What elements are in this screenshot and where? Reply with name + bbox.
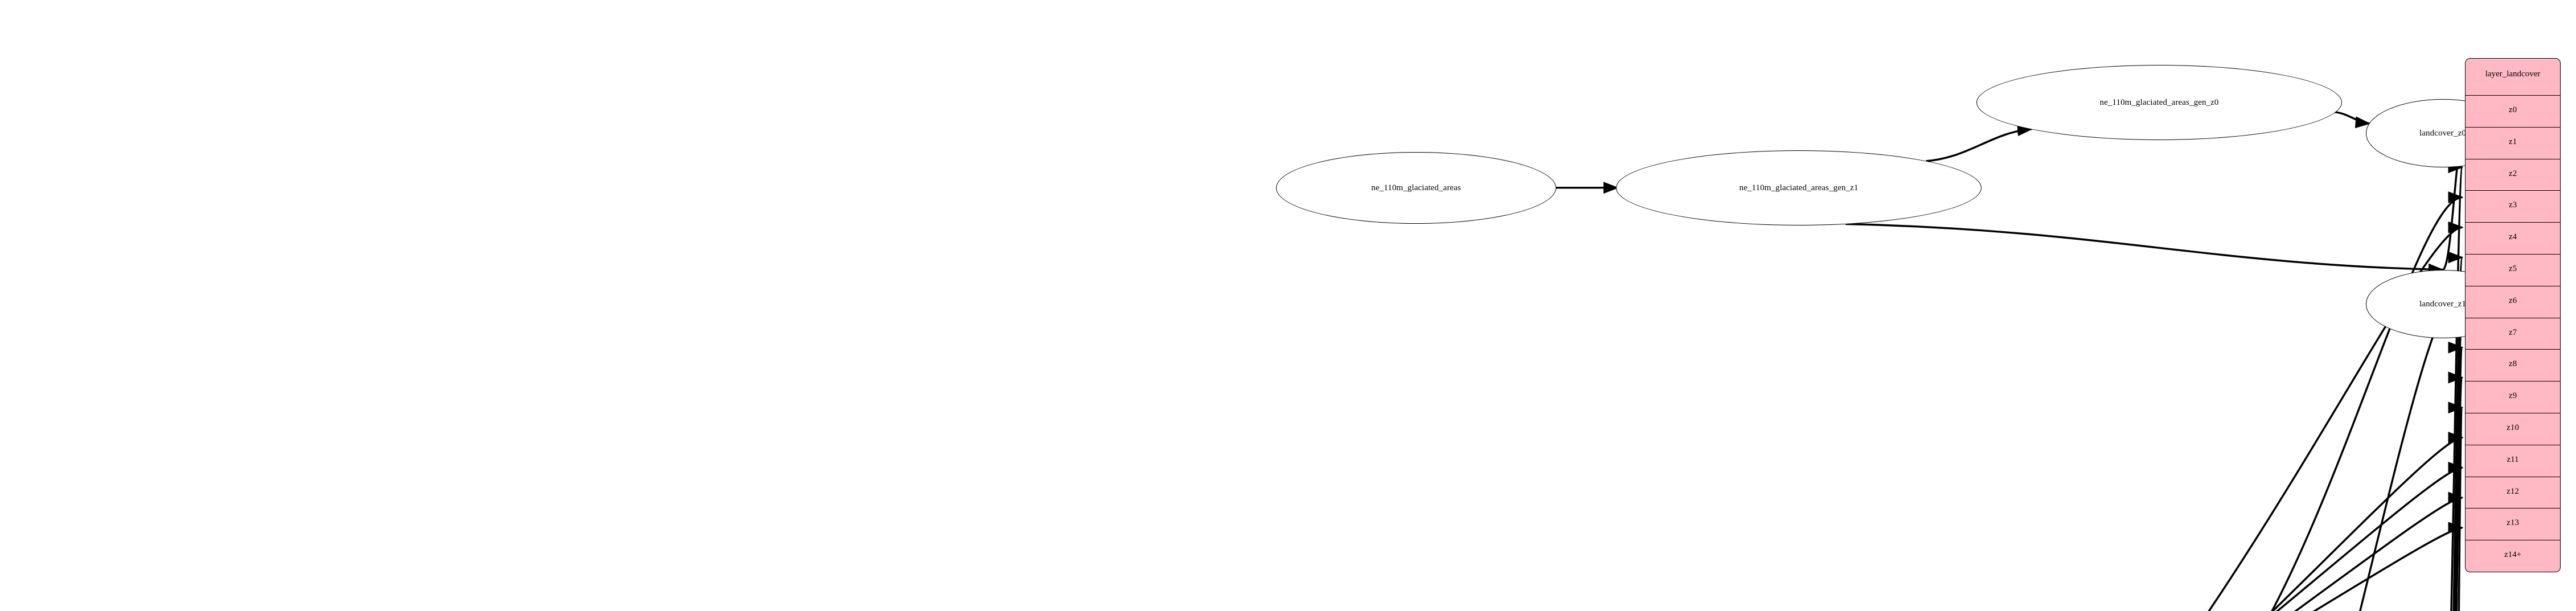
table-row[interactable]: z14+ <box>2504 550 2522 560</box>
node-label: ne_110m_glaciated_areas_gen_z0 <box>2099 97 2219 107</box>
graph-edge <box>2447 163 2464 611</box>
node-label: landcover_z0 <box>2419 128 2466 138</box>
graph-edge <box>2334 110 2371 129</box>
graph-edge <box>2447 405 2464 611</box>
table-row[interactable]: z4 <box>2466 223 2560 255</box>
node-label: ne_110m_glaciated_areas <box>1371 183 1461 192</box>
graph-edge <box>1926 124 2033 162</box>
graph-edge <box>2271 191 2464 611</box>
graph-edge <box>2271 432 2464 611</box>
graph-edge <box>2208 222 2464 611</box>
node-label: landcover_z1 <box>2419 299 2466 309</box>
table-row[interactable]: z5 <box>2466 255 2560 286</box>
graph-node-ne_110m_glaciated_areas_gen_z0[interactable]: ne_110m_glaciated_areas_gen_z0 <box>1976 65 2342 140</box>
table-row[interactable]: z11 <box>2466 445 2560 477</box>
table-row[interactable]: z8 <box>2466 350 2560 382</box>
graph-edge <box>1845 223 2444 276</box>
table-header: layer_landcover <box>2466 59 2560 96</box>
graph-edge <box>2312 522 2464 611</box>
table-row[interactable]: z13 <box>2466 509 2560 541</box>
graph-edge <box>2447 313 2464 611</box>
table-row[interactable]: z0 <box>2466 96 2560 128</box>
node-label: ne_110m_glaciated_areas_gen_z1 <box>1739 183 1859 192</box>
graph-edge <box>2447 374 2464 611</box>
table-row[interactable]: z1 <box>2466 128 2560 159</box>
graph-edge <box>2294 491 2464 611</box>
graph-node-ne_110m_glaciated_areas[interactable]: ne_110m_glaciated_areas <box>1276 152 1556 224</box>
graph-node-ne_110m_glaciated_areas_gen_z1[interactable]: ne_110m_glaciated_areas_gen_z1 <box>1616 150 1982 225</box>
table-row[interactable]: z2 <box>2466 159 2560 191</box>
table-row[interactable]: z12 <box>2466 477 2560 509</box>
table-row[interactable]: z10 <box>2466 413 2560 445</box>
table-row[interactable]: z6 <box>2466 286 2560 318</box>
table-row[interactable]: z3 <box>2466 191 2560 223</box>
table-row[interactable]: z9 <box>2466 382 2560 413</box>
table-row[interactable]: z7 <box>2466 318 2560 350</box>
graph-edge <box>2275 462 2464 611</box>
